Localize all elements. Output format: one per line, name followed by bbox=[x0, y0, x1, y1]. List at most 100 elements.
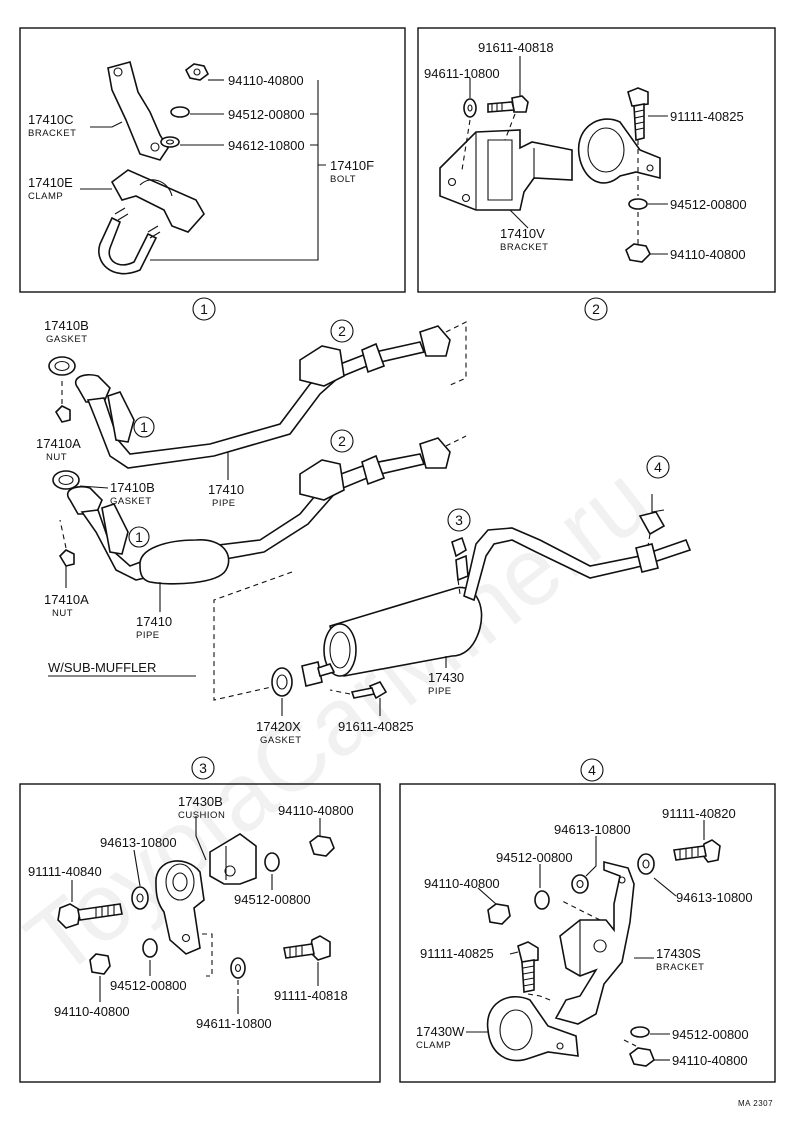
marker-1-upper: 1 bbox=[133, 416, 155, 438]
box4-washer-top-label: 94613-10800 bbox=[554, 822, 631, 837]
box2-bracket-number: 17410V bbox=[500, 226, 545, 241]
lock-washer-bottom-drawing-b4 bbox=[630, 1026, 650, 1038]
sub-muffler-note: W/SUB-MUFFLER bbox=[48, 660, 156, 675]
svg-text:1: 1 bbox=[135, 529, 143, 545]
box4-clamp-name: CLAMP bbox=[416, 1040, 451, 1051]
box4-lock-washer-bottom-label: 94512-00800 bbox=[672, 1027, 749, 1042]
gasket-17410b-upper-drawing bbox=[48, 356, 76, 376]
lock-washer-bottom-drawing bbox=[142, 938, 158, 958]
gasket-x-number: 17420X bbox=[256, 719, 301, 734]
marker-2-upper: 2 bbox=[330, 319, 354, 343]
detail-box-2: 91611-40818 94611-10800 91111-40825 9451… bbox=[417, 27, 776, 293]
lock-washer-drawing bbox=[534, 890, 550, 910]
gasket-top-number: 17410B bbox=[44, 318, 89, 333]
bolt-91111-40825-drawing bbox=[627, 87, 649, 107]
box1-nut-label: 94110-40800 bbox=[228, 73, 304, 88]
box3-lock-washer-right-label: 94512-00800 bbox=[234, 892, 311, 907]
nut-drawing bbox=[184, 63, 210, 81]
box4-nut-left-label: 94110-40800 bbox=[424, 876, 500, 891]
box2-washer-label: 94611-10800 bbox=[424, 66, 500, 81]
pipe-top-name: PIPE bbox=[212, 498, 236, 509]
box3-washer-left-label: 94613-10800 bbox=[100, 835, 177, 850]
sub-muffler-drawing bbox=[139, 539, 230, 585]
nut-top-name: NUT bbox=[46, 452, 67, 463]
marker-3-bottom: 3 bbox=[191, 756, 215, 780]
clamp-17430w-drawing bbox=[486, 995, 579, 1062]
svg-text:3: 3 bbox=[455, 512, 463, 528]
box3-lock-washer-bottom-label: 94512-00800 bbox=[110, 978, 187, 993]
box4-nut-bottom-label: 94110-40800 bbox=[672, 1053, 748, 1068]
washer-bottom-drawing bbox=[230, 957, 246, 979]
box1-bracket-number: 17410C bbox=[28, 112, 74, 127]
box4-bolt-left-label: 91111-40825 bbox=[420, 946, 494, 961]
cushion-17430b-drawing bbox=[155, 860, 205, 955]
box1-bracket-name: BRACKET bbox=[28, 128, 76, 139]
detail-box-4: 91111-40820 94613-10800 94512-00800 9411… bbox=[399, 783, 776, 1083]
lock-washer-right-drawing bbox=[264, 852, 280, 872]
detail-box-1: 94110-40800 94512-00800 94612-10800 1741… bbox=[19, 27, 406, 293]
gasket-17410b-lower-drawing bbox=[52, 470, 80, 490]
box4-lock-washer-label: 94512-00800 bbox=[496, 850, 573, 865]
front-pipe-upper bbox=[48, 321, 467, 469]
box2-lock-washer-label: 94512-00800 bbox=[670, 197, 747, 212]
box4-bracket-number: 17430S bbox=[656, 946, 701, 961]
nut-94110-drawing bbox=[625, 243, 651, 263]
gasket-17420x-drawing bbox=[271, 667, 293, 697]
tail-pipe-number: 17430 bbox=[428, 670, 464, 685]
nut-bottom-number: 17410A bbox=[44, 592, 89, 607]
front-pipe-lower bbox=[52, 435, 467, 585]
box2-bolt-top-label: 91611-40818 bbox=[478, 40, 554, 55]
lock-washer-drawing bbox=[170, 106, 190, 118]
svg-text:2: 2 bbox=[338, 323, 346, 339]
svg-text:4: 4 bbox=[588, 762, 596, 778]
box3-cushion-name: CUSHION bbox=[178, 810, 225, 821]
u-bolt-drawing bbox=[98, 216, 158, 275]
box1-washer-label: 94612-10800 bbox=[228, 138, 305, 153]
box1-bolt-number: 17410F bbox=[330, 158, 374, 173]
tail-pipe-name: PIPE bbox=[428, 686, 452, 697]
box4-washer-right-label: 94613-10800 bbox=[676, 890, 753, 905]
marker-4-bottom: 4 bbox=[580, 758, 604, 782]
marker-1-lower: 1 bbox=[128, 526, 150, 548]
marker-4-middle: 4 bbox=[646, 455, 670, 479]
box2-bracket-name: BRACKET bbox=[500, 242, 548, 253]
bracket-17410v-drawing bbox=[439, 129, 573, 211]
marker-2-top: 2 bbox=[584, 297, 608, 321]
nut-bottom-name: NUT bbox=[52, 608, 73, 619]
gasket-bottom-number: 17410B bbox=[110, 480, 155, 495]
box1-lock-washer-label: 94512-00800 bbox=[228, 107, 305, 122]
nut-top-number: 17410A bbox=[36, 436, 81, 451]
marker-3-middle: 3 bbox=[447, 508, 471, 532]
marker-2-lower: 2 bbox=[330, 429, 354, 453]
box1-clamp-number: 17410E bbox=[28, 175, 73, 190]
pipe-bottom-number: 17410 bbox=[136, 614, 172, 629]
bolt-91611-40825-label: 91611-40825 bbox=[338, 719, 414, 734]
washer-drawing bbox=[160, 136, 180, 148]
svg-text:2: 2 bbox=[592, 301, 600, 317]
gasket-x-name: GASKET bbox=[260, 735, 302, 746]
washer-94613-drawing bbox=[131, 886, 149, 910]
box3-washer-bottom-label: 94611-10800 bbox=[196, 1016, 272, 1031]
box4-clamp-number: 17430W bbox=[416, 1024, 465, 1039]
bolt-left-drawing bbox=[57, 903, 81, 929]
box3-cushion-number: 17430B bbox=[178, 794, 223, 809]
clamp-17410e-drawing bbox=[110, 169, 205, 233]
box3-bolt-right-label: 91111-40818 bbox=[274, 988, 348, 1003]
svg-text:4: 4 bbox=[654, 459, 662, 475]
box4-bolt-top-label: 91111-40820 bbox=[662, 806, 736, 821]
detail-box-3: 17430B CUSHION 94110-40800 94613-10800 9… bbox=[19, 783, 381, 1083]
bolt-left-drawing-b4 bbox=[517, 941, 539, 963]
nut-bottom-drawing bbox=[89, 953, 111, 975]
pipe-top-number: 17410 bbox=[208, 482, 244, 497]
box3-nut-bottom-label: 94110-40800 bbox=[54, 1004, 130, 1019]
washer-94611-drawing bbox=[463, 98, 477, 118]
box3-nut-top-label: 94110-40800 bbox=[278, 803, 354, 818]
lock-washer-94512-drawing bbox=[628, 198, 648, 210]
nut-top-drawing bbox=[309, 835, 335, 857]
svg-text:1: 1 bbox=[200, 301, 208, 317]
gasket-top-name: GASKET bbox=[46, 334, 88, 345]
pipe-bottom-name: PIPE bbox=[136, 630, 160, 641]
box4-bracket-name: BRACKET bbox=[656, 962, 704, 973]
bracket-17410c-drawing bbox=[107, 61, 169, 161]
